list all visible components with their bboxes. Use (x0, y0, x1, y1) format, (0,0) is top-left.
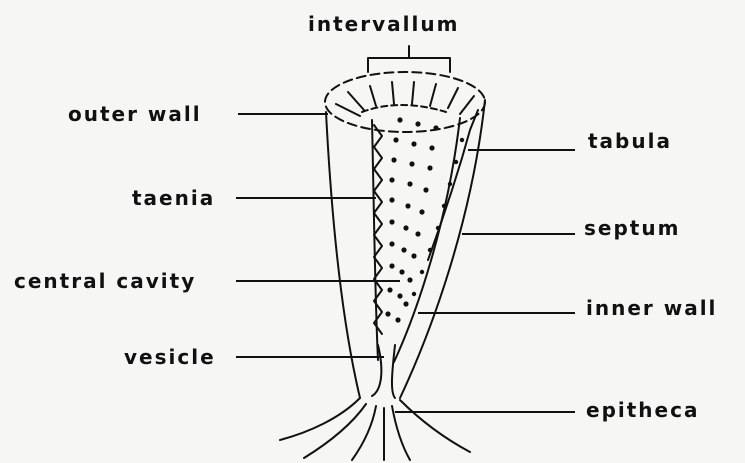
outer-wall (326, 112, 360, 398)
label-intervallum: intervallum (308, 14, 459, 34)
inner-rim (362, 105, 446, 112)
label-inner-wall: inner wall (586, 298, 717, 318)
label-taenia: taenia (132, 188, 215, 208)
label-vesicle: vesicle (124, 347, 216, 367)
pore-dots (385, 117, 464, 322)
holdfast-roots (280, 398, 470, 460)
label-central-cavity: central cavity (14, 271, 196, 291)
label-septum: septum (584, 218, 680, 238)
intervallum-bracket (368, 46, 450, 72)
label-tabula: tabula (588, 131, 672, 151)
label-outer-wall: outer wall (68, 104, 202, 124)
vesicle-outline (372, 345, 395, 398)
inner-wall (394, 118, 460, 362)
top-rim (325, 72, 485, 132)
label-epitheca: epitheca (586, 400, 699, 420)
